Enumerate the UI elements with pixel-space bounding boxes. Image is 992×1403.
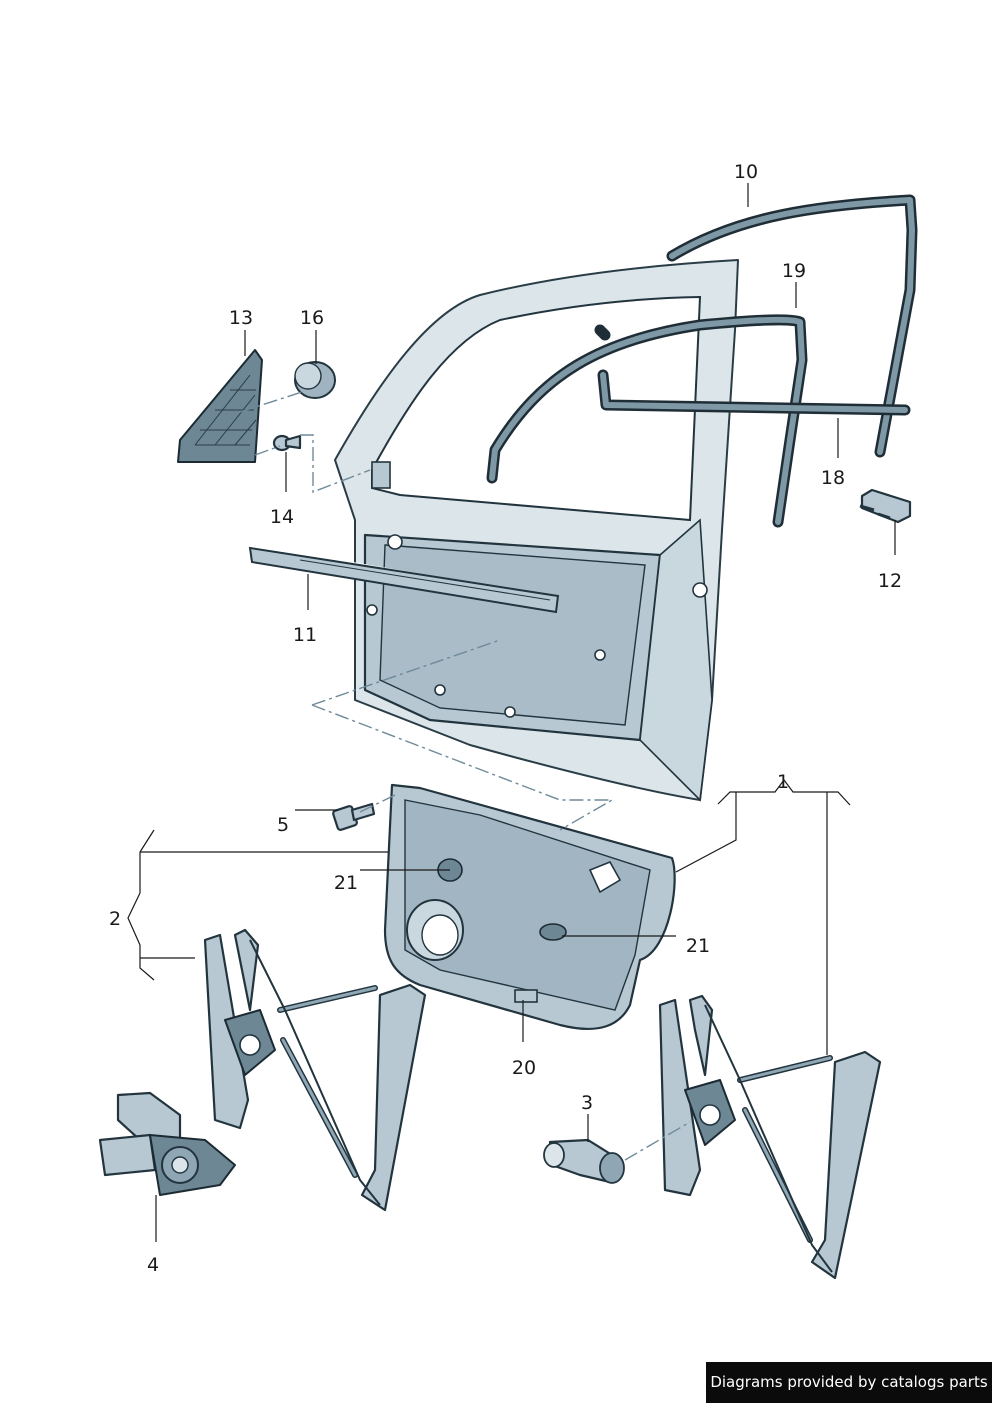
- door-hole: [594, 649, 606, 661]
- mirror-mount: [371, 461, 391, 489]
- door-carrier-panel: [383, 783, 676, 1030]
- callout-1: 1: [777, 771, 789, 793]
- leader-lines: [127, 183, 896, 1242]
- clip-screw: [272, 434, 302, 452]
- callout-14: 14: [270, 506, 294, 528]
- callout-10: 10: [734, 161, 758, 183]
- window-crank: [543, 1138, 625, 1184]
- callout-12: 12: [878, 570, 902, 592]
- callout-3: 3: [581, 1092, 593, 1114]
- callout-20: 20: [512, 1057, 536, 1079]
- callout-4: 4: [147, 1254, 159, 1276]
- door-hole: [692, 582, 708, 598]
- callout-5: 5: [277, 814, 289, 836]
- window-channel-inner: [486, 314, 808, 528]
- window-regulator-left: [203, 928, 427, 1212]
- window-seal-outer: [666, 194, 918, 458]
- assembly-lines: [239, 391, 691, 1161]
- door-hole: [387, 534, 403, 550]
- credit-banner: Diagrams provided by catalogs parts: [706, 1362, 992, 1403]
- window-opening: [371, 295, 702, 522]
- callout-19: 19: [782, 260, 806, 282]
- bolt-block: [859, 488, 912, 524]
- callout-2: 2: [109, 908, 121, 930]
- window-strip: [248, 545, 560, 614]
- door-hole: [504, 706, 516, 718]
- callout-11: 11: [293, 624, 317, 646]
- door-shell: [334, 259, 739, 802]
- door-hole: [434, 684, 446, 696]
- callout-21-upper: 21: [334, 872, 358, 894]
- callout-18: 18: [821, 467, 845, 489]
- round-cap: [294, 361, 336, 399]
- door-inner-recess: [379, 544, 646, 726]
- callouts: 10 19 13 16 18 14 12 11 1 5 21 2 21 20 3…: [109, 161, 902, 1276]
- channel-end: [594, 324, 611, 341]
- callout-16: 16: [300, 307, 324, 329]
- window-rail: [597, 369, 911, 416]
- door-hole: [366, 604, 378, 616]
- mirror-triangle-cover: [177, 349, 263, 463]
- window-motor: [98, 1091, 236, 1196]
- callout-13: 13: [229, 307, 253, 329]
- callout-21-lower: 21: [686, 935, 710, 957]
- window-regulator-right: [658, 994, 882, 1280]
